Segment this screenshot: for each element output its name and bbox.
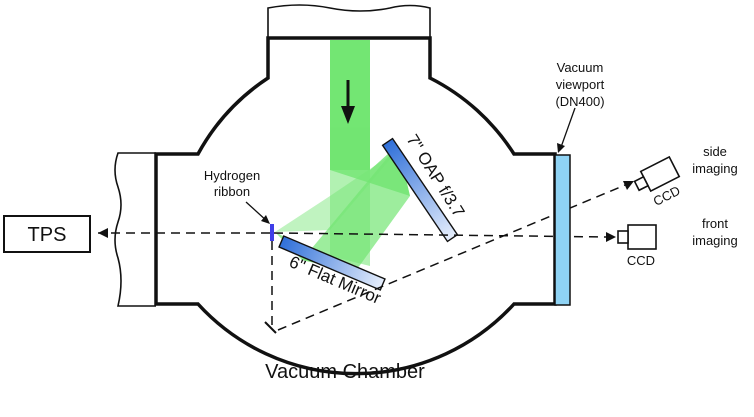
hydrogen-ribbon-label-line2: ribbon (214, 184, 250, 199)
ccd-camera-side: CCD (633, 155, 683, 209)
flat-mirror (278, 235, 386, 291)
hydrogen-ribbon-label-line1: Hydrogen (204, 168, 260, 183)
ccd-camera-icon (633, 155, 681, 193)
viewport-label-line1: Vacuum (557, 60, 604, 75)
arrow-down-icon (341, 80, 355, 124)
optical-axes (98, 182, 631, 331)
front-imaging-label-line1: front (702, 216, 728, 231)
hydrogen-ribbon (270, 224, 274, 241)
ccd-front-label: CCD (627, 253, 655, 268)
axis-to-front-ccd (273, 232, 609, 238)
viewport-label-line3: (DN400) (555, 94, 604, 109)
vacuum-viewport (554, 154, 571, 306)
arrow-up-right-icon (623, 181, 634, 190)
vacuum-chamber-label: Vacuum Chamber (265, 361, 425, 383)
viewport-label-line2: viewport (556, 77, 605, 92)
incoming-laser-beam (330, 40, 370, 170)
oap-mirror (381, 137, 459, 243)
ccd-camera-front: CCD (617, 224, 657, 268)
tps-box (3, 215, 91, 253)
left-beam-pipe (114, 152, 156, 307)
side-imaging-label-line1: side (703, 144, 727, 159)
viewport-callout-line (559, 107, 576, 151)
pickoff-mirror (264, 321, 277, 334)
top-port-pipe (267, 4, 431, 40)
beam-oap-to-flat (302, 145, 410, 272)
ccd-camera-icon (617, 224, 657, 250)
axis-to-side-ccd (277, 182, 631, 331)
arrow-right-icon (606, 232, 616, 242)
tps-label: TPS (28, 224, 67, 246)
beam-overlap-vertical (330, 170, 370, 266)
arrow-left-icon (98, 228, 108, 238)
ribbon-callout-arrow (261, 215, 270, 224)
viewport-callout-arrow (557, 143, 565, 153)
beam-overlap-upper (275, 150, 398, 232)
side-imaging-label-line2: imaging (692, 161, 738, 176)
front-imaging-label-line2: imaging (692, 233, 738, 248)
